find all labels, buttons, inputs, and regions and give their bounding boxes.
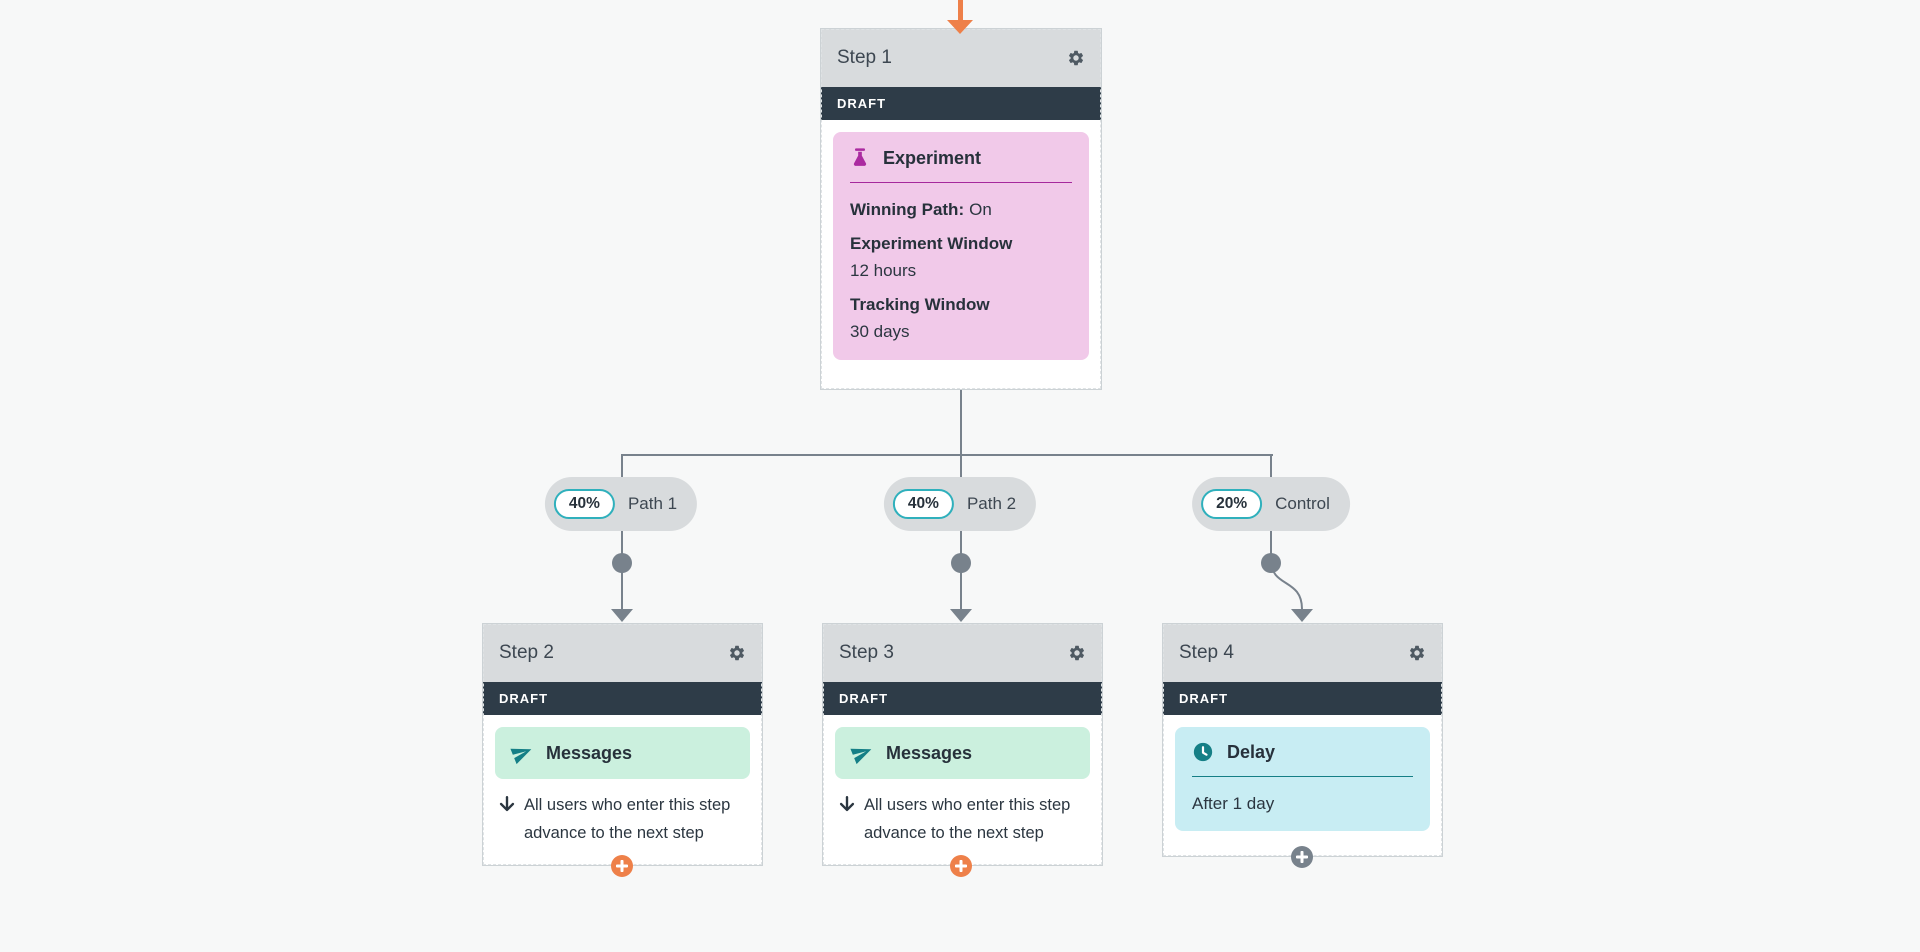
control-label: Control xyxy=(1275,494,1330,513)
connector-dot-control[interactable] xyxy=(1261,553,1281,573)
arrow-into-step2-icon xyxy=(611,609,633,622)
advance-note: All users who enter this step advance to… xyxy=(495,791,750,847)
arrow-into-step3-icon xyxy=(950,609,972,622)
gear-icon[interactable] xyxy=(1067,49,1085,67)
connector-branch-horizontal xyxy=(621,454,1273,456)
branch-pill-control[interactable]: 20% Control xyxy=(1192,477,1350,531)
connector-branch2 xyxy=(960,454,962,609)
step1-body: Experiment Winning Path:On Experiment Wi… xyxy=(821,120,1101,372)
connector-dot-path1[interactable] xyxy=(612,553,632,573)
experiment-divider xyxy=(850,182,1072,183)
gear-icon[interactable] xyxy=(1068,644,1086,662)
step-card-3[interactable]: Step 3 DRAFT Messages All users xyxy=(822,623,1103,866)
advance-note-line1: All users who enter this step xyxy=(524,796,731,814)
step4-title: Step 4 xyxy=(1179,642,1234,663)
path2-percent: 40% xyxy=(892,489,954,519)
step3-header: Step 3 xyxy=(823,624,1102,682)
messages-block-title: Messages xyxy=(546,742,633,763)
gear-icon[interactable] xyxy=(728,644,746,662)
messages-block-title: Messages xyxy=(886,742,973,763)
connector-step1-down xyxy=(960,390,962,456)
paper-plane-icon xyxy=(848,739,877,768)
path1-percent: 40% xyxy=(553,489,615,519)
advance-note: All users who enter this step advance to… xyxy=(835,791,1090,847)
add-step-button[interactable] xyxy=(611,855,633,877)
down-arrow-icon xyxy=(497,794,517,847)
add-step-button[interactable] xyxy=(1291,846,1313,868)
advance-note-line1: All users who enter this step xyxy=(864,796,1071,814)
connector-dot-path2[interactable] xyxy=(951,553,971,573)
gear-icon[interactable] xyxy=(1408,644,1426,662)
step-card-2[interactable]: Step 2 DRAFT Messages All users xyxy=(482,623,763,866)
add-step-button[interactable] xyxy=(950,855,972,877)
step3-status-badge: DRAFT xyxy=(823,682,1102,715)
messages-block: Messages xyxy=(495,727,750,779)
branch-pill-path1[interactable]: 40% Path 1 xyxy=(544,477,698,531)
step3-title: Step 3 xyxy=(839,642,894,663)
experiment-window-value: 12 hours xyxy=(850,261,917,280)
step4-body: Delay After 1 day xyxy=(1163,715,1442,843)
experiment-block: Experiment Winning Path:On Experiment Wi… xyxy=(833,132,1089,360)
delay-value: After 1 day xyxy=(1192,794,1275,813)
winning-path-row: Winning Path:On xyxy=(850,200,992,219)
delay-block-title: Delay xyxy=(1227,741,1276,762)
step4-header: Step 4 xyxy=(1163,624,1442,682)
tracking-window-label: Tracking Window xyxy=(850,295,990,314)
tracking-window-value: 30 days xyxy=(850,322,910,341)
step2-title: Step 2 xyxy=(499,642,554,663)
down-arrow-icon xyxy=(837,794,857,847)
clock-icon xyxy=(1192,741,1214,763)
incoming-connector-arrow-icon xyxy=(947,20,973,34)
branch-pill-path2[interactable]: 40% Path 2 xyxy=(883,477,1037,531)
step4-status-badge: DRAFT xyxy=(1163,682,1442,715)
step2-header: Step 2 xyxy=(483,624,762,682)
step1-status-badge: DRAFT xyxy=(821,87,1101,120)
experiment-block-title: Experiment xyxy=(883,147,982,168)
flask-icon xyxy=(850,147,870,169)
delay-divider xyxy=(1192,776,1413,777)
advance-note-line2: advance to the next step xyxy=(524,824,704,842)
experiment-window-label: Experiment Window xyxy=(850,234,1013,253)
step2-status-badge: DRAFT xyxy=(483,682,762,715)
incoming-connector-line xyxy=(958,0,963,20)
path1-label: Path 1 xyxy=(627,494,678,513)
step-card-4[interactable]: Step 4 DRAFT Delay After 1 day xyxy=(1162,623,1443,857)
path2-label: Path 2 xyxy=(966,494,1017,513)
paper-plane-icon xyxy=(508,739,537,768)
step1-header: Step 1 xyxy=(821,29,1101,87)
delay-block: Delay After 1 day xyxy=(1175,727,1430,831)
step1-title: Step 1 xyxy=(837,47,892,68)
messages-block: Messages xyxy=(835,727,1090,779)
step3-body: Messages All users who enter this step a… xyxy=(823,715,1102,859)
arrow-into-step4-icon xyxy=(1291,609,1313,622)
connector-branch1 xyxy=(621,454,623,609)
control-percent: 20% xyxy=(1201,489,1263,519)
advance-note-line2: advance to the next step xyxy=(864,824,1044,842)
step2-body: Messages All users who enter this step a… xyxy=(483,715,762,859)
step-card-1[interactable]: Step 1 DRAFT Experiment Winning Path:On … xyxy=(820,28,1102,390)
